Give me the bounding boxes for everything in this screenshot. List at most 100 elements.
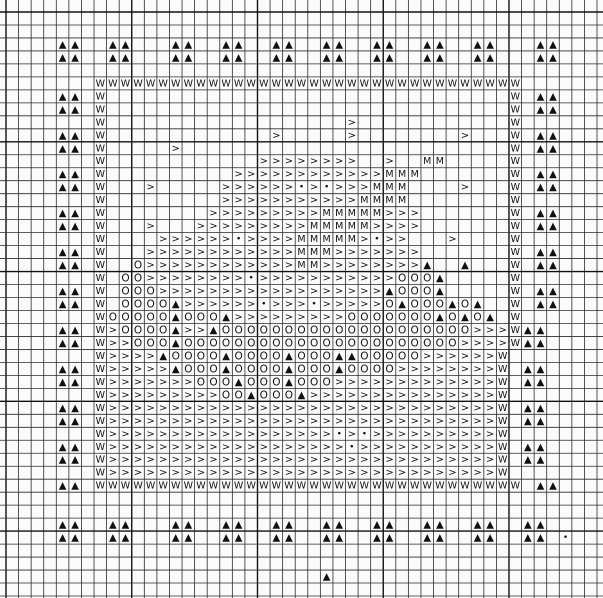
w-stitch: W <box>498 390 508 401</box>
triangle-stitch: ▲ <box>172 364 180 375</box>
arrow-stitch: > <box>247 260 255 271</box>
arrow-stitch: > <box>272 429 280 440</box>
arrow-stitch: > <box>461 455 469 466</box>
circle-stitch: O <box>473 311 481 323</box>
circle-stitch: O <box>260 363 268 375</box>
m-stitch: M <box>385 195 393 206</box>
w-stitch: W <box>297 481 307 492</box>
arrow-stitch: > <box>172 403 180 414</box>
w-stitch: W <box>108 481 118 492</box>
arrow-stitch: > <box>473 338 481 349</box>
dot-stitch: • <box>563 533 568 543</box>
arrow-stitch: > <box>360 377 368 388</box>
arrow-stitch: > <box>297 455 305 466</box>
triangle-stitch: ▲ <box>537 455 545 466</box>
dot-stitch: • <box>261 300 266 310</box>
w-stitch: W <box>498 78 508 89</box>
circle-stitch: O <box>423 337 431 349</box>
triangle-stitch: ▲ <box>486 520 494 531</box>
w-stitch: W <box>511 182 521 193</box>
arrow-stitch: > <box>322 455 330 466</box>
arrow-stitch: > <box>348 117 356 128</box>
triangle-stitch: ▲ <box>474 533 482 544</box>
arrow-stitch: > <box>335 442 343 453</box>
arrow-stitch: > <box>398 377 406 388</box>
circle-stitch: O <box>197 363 205 375</box>
arrow-stitch: > <box>272 455 280 466</box>
triangle-stitch: ▲ <box>172 338 180 349</box>
triangle-stitch: ▲ <box>122 533 130 544</box>
m-stitch: M <box>398 182 406 193</box>
arrow-stitch: > <box>222 260 230 271</box>
triangle-stitch: ▲ <box>59 182 67 193</box>
dot-stitch: • <box>236 235 241 245</box>
arrow-stitch: > <box>134 468 142 479</box>
arrow-stitch: > <box>272 442 280 453</box>
triangle-stitch: ▲ <box>373 52 381 63</box>
m-stitch: M <box>310 234 318 245</box>
w-stitch: W <box>96 429 106 440</box>
arrow-stitch: > <box>297 169 305 180</box>
arrow-stitch: > <box>109 338 117 349</box>
w-stitch: W <box>460 481 470 492</box>
w-stitch: W <box>96 442 106 453</box>
w-stitch: W <box>385 481 395 492</box>
arrow-stitch: > <box>272 312 280 323</box>
m-stitch: M <box>297 260 305 271</box>
triangle-stitch: ▲ <box>537 143 545 154</box>
arrow-stitch: > <box>209 299 217 310</box>
w-stitch: W <box>96 403 106 414</box>
m-stitch: M <box>323 208 331 219</box>
arrow-stitch: > <box>423 364 431 375</box>
w-stitch: W <box>209 78 219 89</box>
triangle-stitch: ▲ <box>59 520 67 531</box>
m-stitch: M <box>411 169 419 180</box>
w-stitch: W <box>221 78 231 89</box>
triangle-stitch: ▲ <box>537 247 545 258</box>
arrow-stitch: > <box>335 416 343 427</box>
arrow-stitch: > <box>310 182 318 193</box>
circle-stitch: O <box>448 311 456 323</box>
arrow-stitch: > <box>209 221 217 232</box>
m-stitch: M <box>360 195 368 206</box>
arrow-stitch: > <box>448 429 456 440</box>
triangle-stitch: ▲ <box>549 208 557 219</box>
triangle-stitch: ▲ <box>285 39 293 50</box>
arrow-stitch: > <box>436 403 444 414</box>
arrow-stitch: > <box>285 286 293 297</box>
w-stitch: W <box>511 117 521 128</box>
arrow-stitch: > <box>197 403 205 414</box>
triangle-stitch: ▲ <box>298 390 306 401</box>
m-stitch: M <box>323 234 331 245</box>
w-stitch: W <box>108 78 118 89</box>
arrow-stitch: > <box>146 247 154 258</box>
arrow-stitch: > <box>247 208 255 219</box>
arrow-stitch: > <box>285 429 293 440</box>
arrow-stitch: > <box>159 247 167 258</box>
arrow-stitch: > <box>398 442 406 453</box>
m-stitch: M <box>335 234 343 245</box>
arrow-stitch: > <box>260 156 268 167</box>
triangle-stitch: ▲ <box>285 377 293 388</box>
arrow-stitch: > <box>322 286 330 297</box>
triangle-stitch: ▲ <box>172 52 180 63</box>
arrow-stitch: > <box>373 299 381 310</box>
circle-stitch: O <box>423 324 431 336</box>
circle-stitch: O <box>323 324 331 336</box>
arrow-stitch: > <box>335 195 343 206</box>
w-stitch: W <box>511 325 521 336</box>
arrow-stitch: > <box>272 468 280 479</box>
w-stitch: W <box>498 403 508 414</box>
triangle-stitch: ▲ <box>524 403 532 414</box>
w-stitch: W <box>372 481 382 492</box>
arrow-stitch: > <box>310 403 318 414</box>
triangle-stitch: ▲ <box>549 104 557 115</box>
circle-stitch: O <box>436 337 444 349</box>
arrow-stitch: > <box>109 364 117 375</box>
m-stitch: M <box>373 195 381 206</box>
arrow-stitch: > <box>159 429 167 440</box>
triangle-stitch: ▲ <box>184 39 192 50</box>
triangle-stitch: ▲ <box>222 52 230 63</box>
triangle-stitch: ▲ <box>59 39 67 50</box>
arrow-stitch: > <box>234 182 242 193</box>
